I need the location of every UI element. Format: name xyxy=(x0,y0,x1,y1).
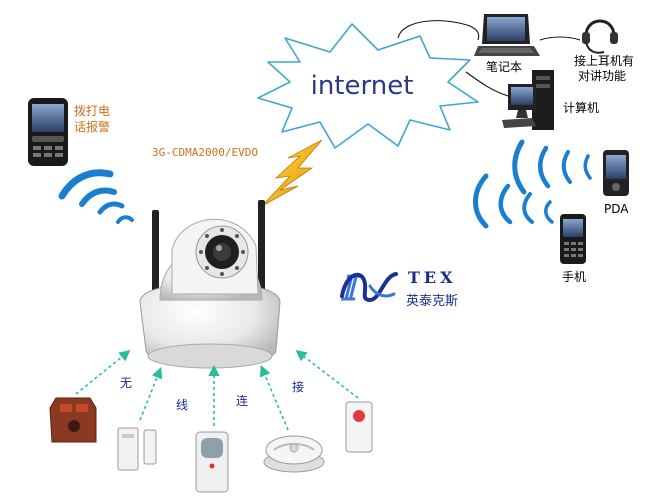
pda-icon xyxy=(603,150,629,196)
alarm-phone-icon xyxy=(28,98,68,166)
ip-camera-icon xyxy=(139,200,281,369)
headset-icon xyxy=(582,19,618,54)
laptop-headset-link xyxy=(539,36,581,41)
wifi-arcs-left xyxy=(58,169,134,224)
pir-sensor-icon xyxy=(195,431,229,493)
arrow-door-sensor xyxy=(139,367,163,421)
mobile-label: 手机 xyxy=(562,270,587,284)
arrow-smoke-detector xyxy=(259,365,289,431)
wireless-char-4: 接 xyxy=(292,380,305,394)
door-sensor-icon xyxy=(117,427,157,471)
cloud-computer-link xyxy=(465,71,509,97)
pda-label: PDA xyxy=(604,202,629,216)
wireless-char-3: 连 xyxy=(236,394,249,408)
lightning-bolt-icon xyxy=(261,139,323,207)
laptop-label: 笔记本 xyxy=(486,60,523,74)
smoke-detector-icon xyxy=(263,435,325,473)
emergency-button-icon xyxy=(345,401,373,453)
computer-label: 计算机 xyxy=(563,101,600,115)
mobile-phone-icon xyxy=(560,214,586,264)
alarm-call-label-line1: 拨打电 xyxy=(74,104,111,118)
network-type-label: 3G-CDMA2000/EVDO xyxy=(152,146,258,159)
internet-label: internet xyxy=(311,71,414,101)
internet-cloud: internet xyxy=(257,23,479,149)
headset-label-line1: 接上耳机有 xyxy=(574,54,635,68)
arrow-remote xyxy=(75,349,131,395)
wifi-arcs-mobile xyxy=(473,173,554,229)
wifi-arcs-pda xyxy=(512,139,592,195)
brand-latin: TEX xyxy=(408,268,457,287)
sensor-arrows xyxy=(75,349,359,431)
desktop-computer-icon xyxy=(502,70,554,130)
network-links xyxy=(397,20,581,97)
arrow-emergency-button xyxy=(295,350,359,399)
brand-chinese: 英泰克斯 xyxy=(406,294,459,309)
wireless-char-1: 无 xyxy=(120,376,133,390)
cloud-laptop-link xyxy=(397,20,480,41)
brand-logo-mark: 𝕀 xyxy=(340,269,398,309)
headset-label-line2: 对讲功能 xyxy=(578,69,627,83)
laptop-icon xyxy=(474,14,540,56)
wireless-char-2: 线 xyxy=(176,398,189,412)
remote-control-icon xyxy=(49,397,97,443)
alarm-call-label-line2: 话报警 xyxy=(74,120,111,134)
